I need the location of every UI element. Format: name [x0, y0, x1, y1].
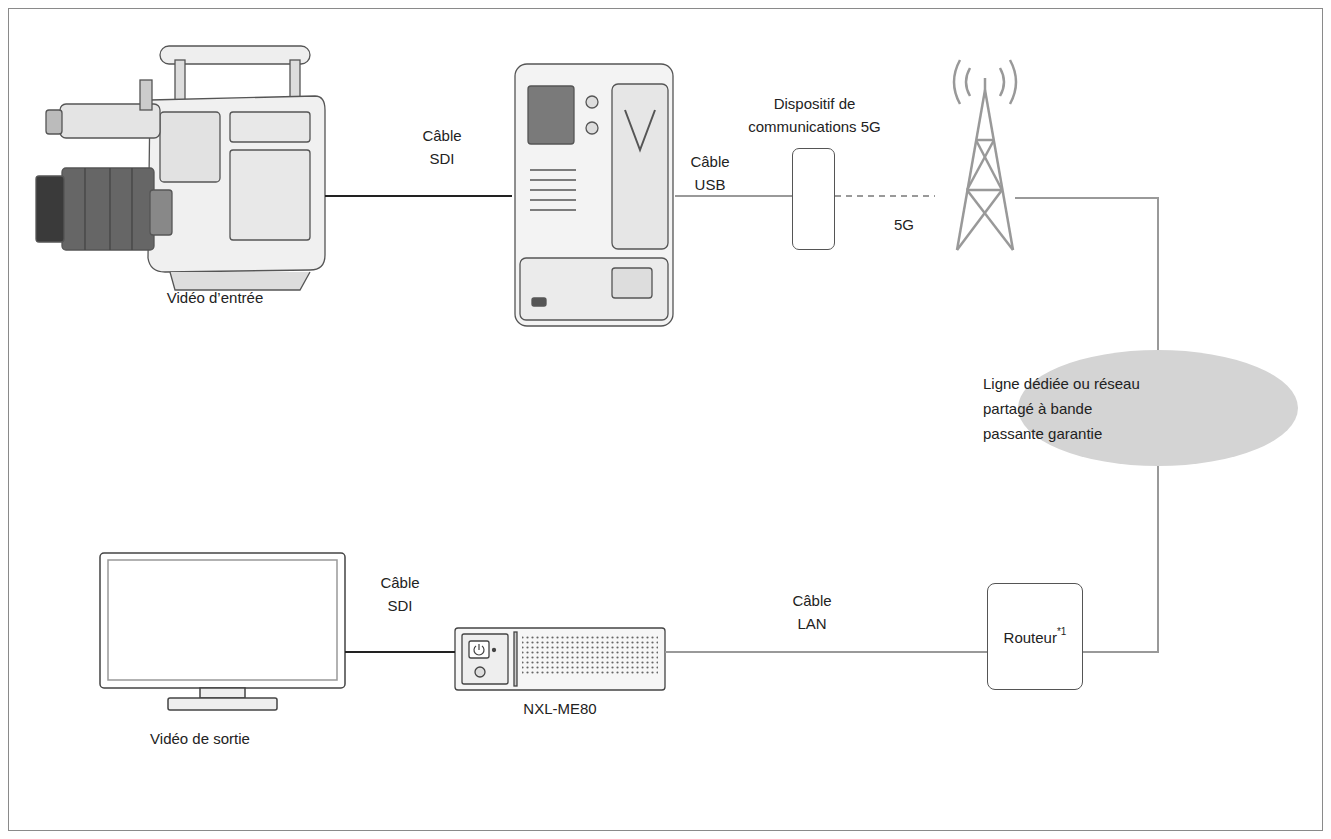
- cable-label: Câble LAN: [786, 589, 838, 635]
- node-label: Routeur: [1004, 629, 1057, 646]
- cable-label: Câble SDI: [416, 124, 468, 170]
- cable-connector: [665, 651, 987, 653]
- tower-brace: [967, 190, 1013, 250]
- antenna-tower: [954, 60, 1016, 250]
- lens-ring: [131, 168, 132, 250]
- tower-brace: [967, 189, 1002, 192]
- tower-leg: [957, 90, 985, 250]
- cable-connector: [1015, 198, 1158, 350]
- camera-illustration: [36, 46, 325, 290]
- router-box: Routeur*1: [987, 583, 1083, 690]
- router-text-line: Routeur*1: [988, 626, 1082, 649]
- cable-label: 5G: [889, 213, 919, 236]
- status-led: [493, 649, 496, 652]
- monitor-frame: [100, 553, 345, 688]
- network-ellipse: Ligne dédiée ou réseau partagé à bande p…: [1018, 350, 1298, 466]
- tower-mast: [984, 78, 987, 90]
- camera-side-panel: [160, 112, 220, 182]
- monitor-node: Vidéo de sortie: [100, 553, 345, 713]
- encoder-body: [515, 64, 673, 326]
- camera-body: [148, 96, 325, 272]
- cable-connector: [325, 195, 512, 197]
- encoder-knob: [586, 122, 598, 134]
- encoder-vent: [530, 169, 576, 170]
- camera-shoulder-pad: [170, 272, 310, 290]
- tower-leg: [985, 90, 1013, 250]
- monitor-illustration: [100, 553, 345, 710]
- battery-latch: [612, 268, 652, 298]
- monitor-base: [168, 698, 277, 710]
- unit-divider: [514, 632, 517, 686]
- signal-wave: [1010, 60, 1016, 104]
- signal-wave: [966, 68, 970, 96]
- nxl-unit-illustration: [455, 628, 665, 690]
- outer-frame: [9, 9, 1323, 831]
- encoder-vent: [530, 199, 576, 200]
- cable-connector: [345, 651, 455, 653]
- cable-connector: [1083, 466, 1158, 652]
- node-label: NXL-ME80: [485, 697, 635, 720]
- nxl-node: NXL-ME80: [455, 628, 665, 690]
- battery-section: [520, 258, 668, 320]
- lens-ring: [109, 168, 110, 250]
- tower-brace: [976, 139, 994, 142]
- monitor-neck: [200, 688, 245, 698]
- signal-wave: [1000, 68, 1004, 96]
- camera-lens: [62, 168, 154, 250]
- node-label: Vidéo de sortie: [120, 727, 280, 750]
- cable-label: Câble USB: [684, 150, 736, 196]
- camera-handle-post: [290, 60, 300, 100]
- v-mount-plate: [612, 84, 668, 249]
- node-label: Dispositif de communications 5G: [723, 92, 906, 138]
- cable-label: Câble SDI: [374, 571, 426, 617]
- unit-front-panel: [462, 634, 508, 684]
- cable-connector: [675, 195, 792, 197]
- node-label: Ligne dédiée ou réseau partagé à bande p…: [983, 371, 1145, 446]
- encoder-vent: [530, 189, 576, 190]
- camera-side-panel: [230, 150, 310, 240]
- monitor-screen: [108, 560, 337, 680]
- camera-handle-post: [175, 60, 185, 100]
- lens-hood: [36, 176, 64, 242]
- encoder-screen: [528, 86, 574, 144]
- encoder-knob: [586, 96, 598, 108]
- tower-node: [935, 80, 1015, 252]
- encoder-illustration: [515, 64, 673, 326]
- camera-node: Vidéo d’entrée: [35, 12, 325, 274]
- signal-wave: [954, 60, 960, 104]
- footnote-mark: *1: [1057, 626, 1066, 637]
- cable-connector: [835, 195, 935, 197]
- tower-brace: [967, 140, 994, 190]
- encoder-node: [512, 62, 675, 330]
- unit-port: [475, 667, 485, 677]
- camera-viewfinder-arm: [140, 80, 152, 110]
- camera-eyecup: [46, 110, 62, 134]
- unit-chassis: [455, 628, 665, 690]
- tower-brace: [957, 190, 1002, 250]
- lens-ring: [84, 168, 85, 250]
- power-button: [469, 641, 489, 658]
- vent-grille: [522, 636, 658, 676]
- lens-mount: [150, 190, 172, 235]
- camera-side-panel: [230, 112, 310, 142]
- v-mount-slot: [625, 110, 655, 150]
- encoder-vent: [530, 209, 576, 210]
- encoder-switch: [532, 298, 546, 306]
- encoder-vent: [530, 179, 576, 180]
- modem-node: Dispositif de communications 5G: [792, 148, 835, 250]
- node-label: Vidéo d’entrée: [115, 286, 315, 309]
- power-symbol: [478, 644, 479, 650]
